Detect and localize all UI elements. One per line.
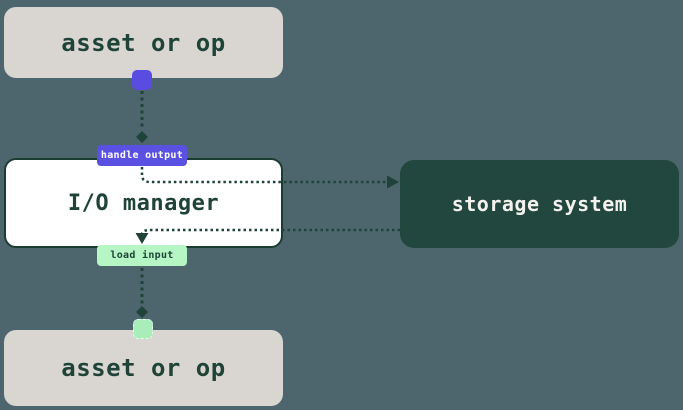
load-input-badge-label: load input (110, 250, 174, 261)
node-asset-bottom: asset or op (4, 330, 283, 406)
output-port-square (132, 70, 152, 90)
node-storage-system-label: storage system (451, 192, 628, 216)
node-io-manager-label: I/O manager (67, 190, 220, 216)
diamond-arrow-top (136, 131, 148, 143)
node-asset-top: asset or op (4, 7, 283, 78)
node-io-manager: I/O manager (4, 158, 283, 248)
input-port-square (133, 319, 153, 339)
handle-output-badge: handle output (97, 145, 187, 166)
node-storage-system: storage system (400, 160, 679, 248)
load-input-badge: load input (97, 245, 187, 266)
diamond-arrow-bottom (136, 306, 148, 318)
node-asset-bottom-label: asset or op (61, 354, 226, 382)
handle-output-badge-label: handle output (100, 150, 184, 161)
arrow-into-storage (387, 175, 399, 189)
node-asset-top-label: asset or op (61, 28, 226, 57)
